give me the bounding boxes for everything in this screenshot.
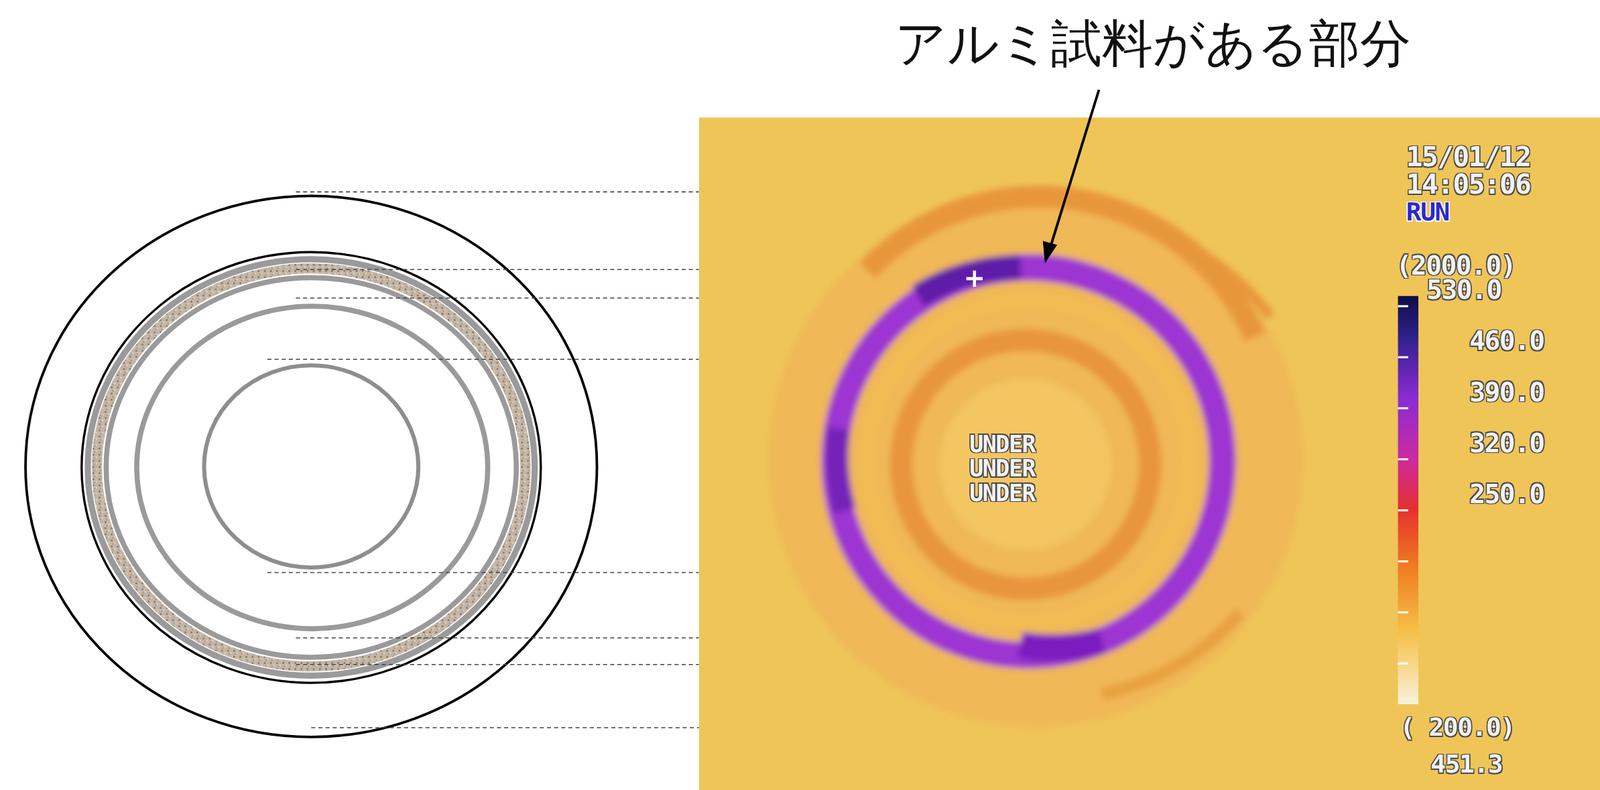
- tick: [1398, 458, 1409, 461]
- callout-label: アルミ試料がある部分: [867, 18, 1439, 70]
- sample-ring: [97, 268, 526, 667]
- time-stamp: 14:05:06: [1406, 170, 1531, 198]
- tick: [1398, 662, 1409, 665]
- tick: [1398, 509, 1409, 512]
- thermal-image: [699, 117, 1600, 790]
- under-range-warning: UNDER: [969, 457, 1035, 481]
- scale-range: (2000.0): [1396, 252, 1516, 279]
- guide-line: [295, 297, 699, 299]
- tick: [1398, 611, 1409, 614]
- guide-line: [267, 572, 700, 574]
- grey-ring: [105, 277, 517, 658]
- hot-arc: [1203, 255, 1271, 317]
- status-text: RUN: [1406, 199, 1450, 225]
- thermal-rings: [768, 191, 1304, 727]
- arrow-head: [1042, 240, 1058, 264]
- thermal-background: [699, 117, 1600, 790]
- guide-line: [295, 191, 699, 194]
- guide-line: [295, 664, 699, 666]
- guide-line: [295, 637, 699, 639]
- scale-value: 460.0: [1469, 327, 1545, 355]
- grey-ring: [136, 306, 488, 629]
- warm-ring: [900, 339, 1150, 590]
- tick: [1398, 356, 1409, 359]
- color-scale-bar: [1398, 296, 1419, 705]
- inner-circle: [203, 365, 419, 568]
- center-disc: [939, 378, 1112, 551]
- cursor-cross: [966, 270, 983, 287]
- sample-ring-hot: [834, 267, 1222, 656]
- holder-circle: [81, 252, 541, 684]
- guide-line: [311, 727, 699, 729]
- tick: [1398, 304, 1409, 307]
- scale-range: ( 200.0): [1400, 714, 1515, 741]
- leader-arrow: [1042, 89, 1100, 264]
- schematic: [25, 195, 597, 737]
- under-range-warning: UNDER: [969, 481, 1035, 506]
- leader-line: [1051, 89, 1100, 246]
- dashed-guides: [267, 191, 700, 728]
- date-stamp: 15/01/12: [1406, 142, 1531, 171]
- scale-ticks: [1398, 306, 1409, 664]
- scale-value: 390.0: [1469, 378, 1545, 406]
- guide-line: [267, 358, 700, 360]
- hot-spot: [837, 428, 846, 511]
- hot-spot: [1020, 641, 1102, 649]
- tick: [1398, 407, 1409, 410]
- heated-disc: [768, 191, 1304, 727]
- tick: [1398, 560, 1409, 563]
- scale-value: 250.0: [1469, 480, 1545, 508]
- readout-value: 451.3: [1430, 751, 1503, 777]
- cool-ring: [867, 300, 1190, 623]
- under-range-warning: UNDER: [969, 433, 1035, 457]
- hot-spot: [918, 267, 1021, 297]
- guide-line: [295, 268, 699, 271]
- scale-value: 530.0: [1426, 276, 1502, 304]
- scale-value: 320.0: [1469, 429, 1545, 457]
- outer-circle: [25, 195, 597, 737]
- grey-ring: [87, 259, 535, 676]
